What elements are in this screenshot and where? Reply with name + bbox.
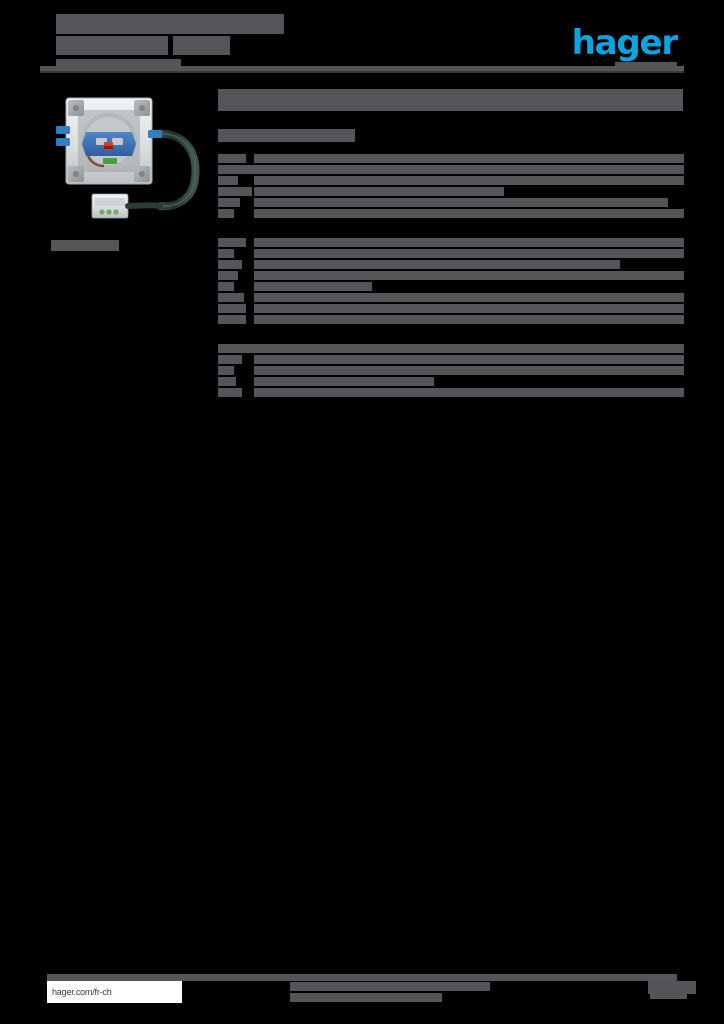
section-title-redacted xyxy=(218,89,683,111)
spec-row-value-redacted xyxy=(254,344,684,353)
page-footer: hager.com/fr-ch xyxy=(0,964,724,1024)
spec-row xyxy=(218,304,684,314)
spec-row xyxy=(218,260,684,270)
spec-row xyxy=(218,187,684,197)
spec-row-value-redacted xyxy=(254,209,684,218)
spec-row xyxy=(218,249,684,259)
header-divider-shadow xyxy=(40,71,684,73)
spec-row-value-redacted xyxy=(254,377,434,386)
footer-divider xyxy=(47,974,677,981)
spec-row-value-redacted xyxy=(254,154,684,163)
spec-group xyxy=(218,152,684,222)
spec-row xyxy=(218,388,684,398)
spec-row-value-redacted xyxy=(254,260,620,269)
product-reference-redacted xyxy=(51,240,119,251)
footer-website-link[interactable]: hager.com/fr-ch xyxy=(47,981,182,1003)
spec-row-label-redacted xyxy=(218,344,254,353)
footer-center-redacted xyxy=(290,982,490,1002)
spec-row-label-redacted xyxy=(218,154,246,163)
spec-row-value-redacted xyxy=(254,271,684,280)
header-divider xyxy=(40,66,684,71)
spec-row-value-redacted xyxy=(254,293,684,302)
spec-row-label-redacted xyxy=(218,176,238,185)
spec-row xyxy=(218,165,684,175)
spec-row-label-redacted xyxy=(218,260,242,269)
spec-row-label-redacted xyxy=(218,271,238,280)
product-photo xyxy=(48,86,216,234)
spec-row xyxy=(218,154,684,164)
spec-row-value-redacted xyxy=(254,282,372,291)
spec-row xyxy=(218,198,684,208)
spec-row-label-redacted xyxy=(218,282,234,291)
spec-row xyxy=(218,344,684,354)
spec-row xyxy=(218,238,684,248)
section-subtitle-redacted xyxy=(218,129,355,142)
spec-row xyxy=(218,315,684,325)
page-title-part-b xyxy=(173,36,230,55)
spec-row-value-redacted xyxy=(254,238,684,247)
spec-row-value-redacted xyxy=(254,249,684,258)
spec-row-label-redacted xyxy=(218,377,236,386)
page-title-redacted xyxy=(56,14,284,34)
spec-row-value-redacted xyxy=(254,187,504,196)
spec-row-label-redacted xyxy=(218,304,246,313)
spec-row-label-redacted xyxy=(218,198,240,207)
spec-row xyxy=(218,209,684,219)
spec-row-value-redacted xyxy=(254,315,684,324)
spec-row-value-redacted xyxy=(254,366,684,375)
spec-row-label-redacted xyxy=(218,187,252,196)
spec-row-label-redacted xyxy=(218,249,234,258)
spec-row-label-redacted xyxy=(218,388,242,397)
spec-row xyxy=(218,282,684,292)
spec-row-label-redacted xyxy=(218,238,246,247)
spec-row-label-redacted xyxy=(218,355,242,364)
spec-row-label-redacted xyxy=(218,293,244,302)
page-title-part-a xyxy=(56,36,168,55)
footer-page-number-shadow xyxy=(650,989,687,999)
spec-group xyxy=(218,342,684,400)
hager-logo: hager xyxy=(571,23,679,63)
spec-row xyxy=(218,377,684,387)
footer-center-line-1 xyxy=(290,982,490,991)
spec-row-value-redacted xyxy=(254,198,668,207)
specification-groups xyxy=(218,152,684,400)
spec-row-value-redacted xyxy=(254,388,684,397)
spec-group xyxy=(218,236,684,328)
logo-underline-redacted xyxy=(615,62,677,69)
spec-row xyxy=(218,176,684,186)
spec-row xyxy=(218,293,684,303)
spec-row-value-redacted xyxy=(254,355,684,364)
spec-row-label-redacted xyxy=(218,366,234,375)
spec-row-value-redacted xyxy=(254,165,684,174)
page-title-second-line xyxy=(56,36,284,55)
page-header: hager xyxy=(0,0,724,80)
spec-row xyxy=(218,355,684,365)
header-title-block xyxy=(56,14,284,71)
spec-row-value-redacted xyxy=(254,304,684,313)
spec-row-value-redacted xyxy=(254,176,684,185)
spec-row-label-redacted xyxy=(218,165,264,174)
footer-center-line-2 xyxy=(290,993,442,1002)
main-content xyxy=(218,85,684,400)
spec-row xyxy=(218,366,684,376)
spec-row-label-redacted xyxy=(218,209,234,218)
spec-row xyxy=(218,271,684,281)
spec-row-label-redacted xyxy=(218,315,246,324)
